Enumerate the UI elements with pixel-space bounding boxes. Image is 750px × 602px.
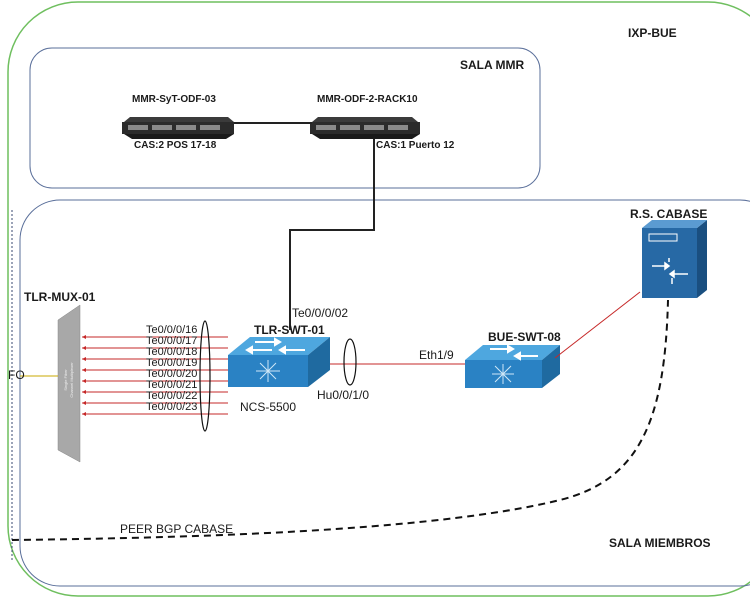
odf-rack10-patch-panel-icon xyxy=(310,117,420,139)
tlr-hu-port: Hu0/0/1/0 xyxy=(317,388,370,402)
mux-lag-ellipse xyxy=(199,320,211,432)
odf-03-detail: CAS:2 POS 17-18 xyxy=(134,140,217,151)
svg-text:Channel Multiplexer: Channel Multiplexer xyxy=(69,362,74,398)
mux-port-label: Te0/0/0/20 xyxy=(146,368,198,380)
sala-miembros-label: SALA MIEMBROS xyxy=(609,536,711,550)
mux-port-label: Te0/0/0/22 xyxy=(146,390,198,402)
tlr-switch-model: NCS-5500 xyxy=(240,400,297,414)
fo-label: FO xyxy=(8,368,25,382)
bue-switch-name: BUE-SWT-08 xyxy=(488,330,561,344)
peer-bgp-dashed-path xyxy=(11,299,669,541)
mux-name: TLR-MUX-01 xyxy=(24,290,96,304)
bue-rs-link xyxy=(554,291,641,359)
sala-miembros-border xyxy=(19,199,750,587)
mux-port-label: Te0/0/0/16 xyxy=(146,324,198,336)
ixp-region-label: IXP-BUE xyxy=(628,26,677,40)
bue-switch-icon xyxy=(465,344,560,388)
hu-lag-ellipse xyxy=(343,338,357,386)
odf-rack10-name: MMR-ODF-2-RACK10 xyxy=(317,94,418,105)
svg-text:Single Fiber: Single Fiber xyxy=(63,369,68,391)
mux-port-label: Te0/0/0/17 xyxy=(146,335,198,347)
tlr-uplink-port: Te0/0/0/02 xyxy=(292,306,349,320)
bue-switch-port: Eth1/9 xyxy=(419,348,454,362)
route-server-name: R.S. CABASE xyxy=(630,207,708,221)
mux-port-label: Te0/0/0/21 xyxy=(146,379,198,391)
mux-port-label: Te0/0/0/18 xyxy=(146,346,198,358)
sala-mmr-border xyxy=(29,47,541,189)
mux-port-links xyxy=(82,336,228,415)
tlr-switch-icon xyxy=(228,337,330,387)
uplink-cable xyxy=(289,139,375,330)
odf-03-patch-panel-icon xyxy=(122,117,234,139)
mux-port-arrowheads xyxy=(82,335,86,416)
mux-port-label: Te0/0/0/19 xyxy=(146,357,198,369)
sala-mmr-label: SALA MMR xyxy=(460,58,525,72)
mux-device-icon: Single Fiber Channel Multiplexer xyxy=(57,304,81,463)
peer-bgp-label: PEER BGP CABASE xyxy=(120,522,234,536)
route-server-icon xyxy=(642,220,707,298)
tlr-switch-name: TLR-SWT-01 xyxy=(254,323,325,337)
ixp-region-border xyxy=(7,1,750,597)
odf-rack10-detail: CAS:1 Puerto 12 xyxy=(376,140,455,151)
odf-03-name: MMR-SyT-ODF-03 xyxy=(132,94,216,105)
mux-port-label: Te0/0/0/23 xyxy=(146,401,198,413)
